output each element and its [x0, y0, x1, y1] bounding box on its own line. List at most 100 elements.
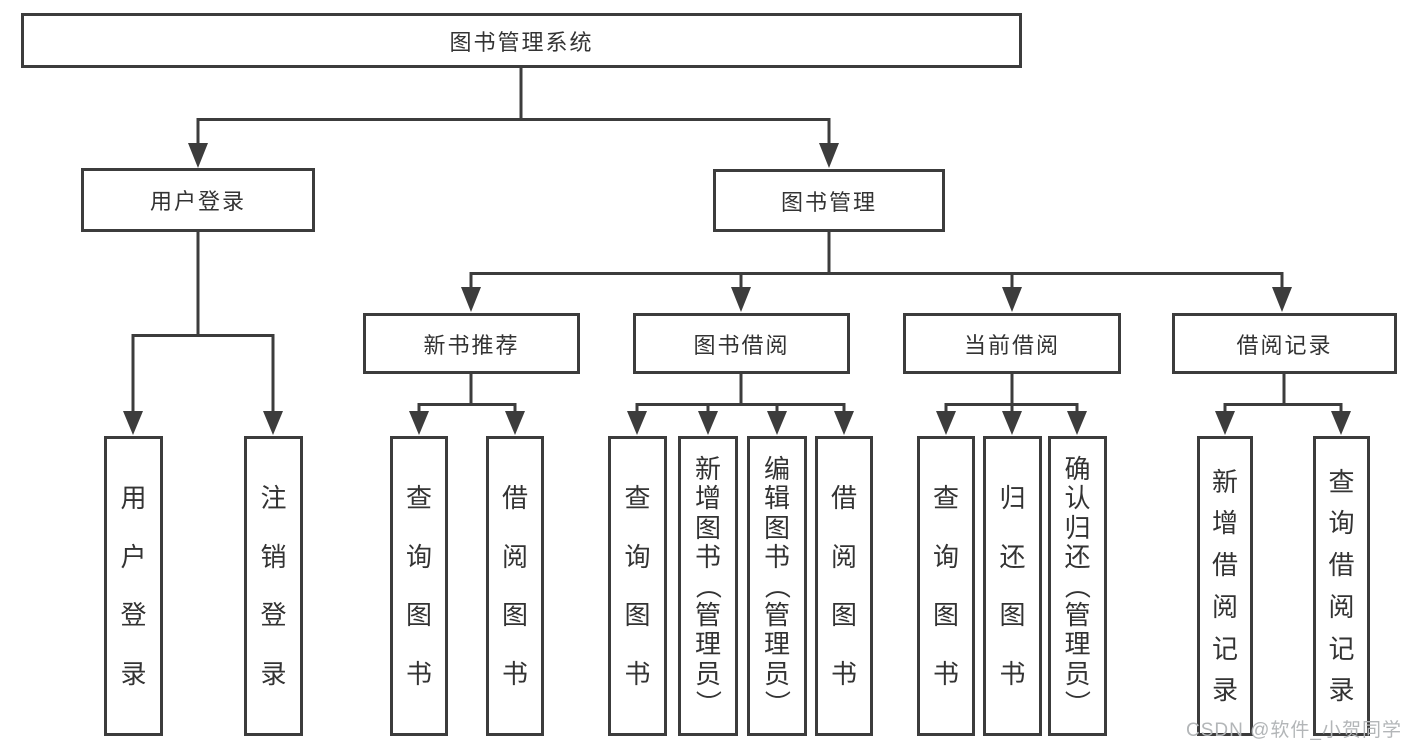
leaf-query-books-current: 查询图书: [917, 436, 975, 736]
vertical-char: 图: [405, 600, 432, 631]
vertical-char: 书: [694, 541, 721, 572]
leaf-return-books: 归还图书: [983, 436, 1042, 736]
vertical-char: 录: [1211, 675, 1238, 706]
vertical-char: 借: [501, 483, 528, 514]
arrowhead: [188, 143, 208, 168]
leaf-confirm-return-admin: 确认归还（管理员）: [1048, 436, 1107, 736]
vertical-char: 管: [1064, 600, 1091, 631]
leaf-logout: 注销登录: [244, 436, 303, 736]
arrowhead: [409, 411, 429, 435]
leaf-user-login: 用户登录: [104, 436, 163, 736]
vertical-char: 图: [999, 600, 1026, 631]
leaf-borrow-books-borrow: 借阅图书: [815, 436, 873, 736]
vertical-char: 户: [120, 541, 147, 572]
vertical-char: 还: [999, 541, 1026, 572]
arrowhead: [698, 411, 718, 435]
connector-new-book-children: [409, 373, 525, 435]
connector-user-login-children: [123, 231, 283, 435]
vertical-char: 理: [1064, 629, 1091, 660]
leaf-edit-book-admin: 编辑图书（管理员）: [747, 436, 807, 736]
vertical-char: 借: [830, 483, 857, 514]
node-borrowing-records: 借阅记录: [1172, 313, 1397, 374]
vertical-char: ）: [692, 689, 723, 716]
vertical-char: 员: [763, 658, 790, 689]
vertical-char: 阅: [1328, 591, 1355, 622]
vertical-char: 询: [932, 541, 959, 572]
node-book-management: 图书管理: [713, 169, 945, 232]
vertical-char: 书: [405, 658, 432, 689]
vertical-char: 询: [1328, 508, 1355, 539]
vertical-char: 员: [1064, 658, 1091, 689]
vertical-char: 书: [932, 658, 959, 689]
vertical-char: 注: [260, 483, 287, 514]
vertical-char: 新: [694, 454, 721, 485]
vertical-char: 录: [120, 658, 147, 689]
arrowhead: [1002, 287, 1022, 312]
vertical-char: 图: [830, 600, 857, 631]
arrowhead: [123, 411, 143, 435]
vertical-char: 阅: [1211, 591, 1238, 622]
vertical-char: 询: [405, 541, 432, 572]
vertical-char: 增: [694, 483, 721, 514]
vertical-char: 增: [1211, 508, 1238, 539]
vertical-char: 录: [260, 658, 287, 689]
connector-current-borrow-children: [936, 373, 1087, 435]
vertical-char: 理: [763, 629, 790, 660]
vertical-char: ）: [761, 689, 792, 716]
vertical-char: 辑: [763, 483, 790, 514]
vertical-char: 登: [260, 600, 287, 631]
leaf-query-books-recommend: 查询图书: [390, 436, 448, 736]
vertical-char: 书: [501, 658, 528, 689]
arrowhead: [1002, 411, 1022, 435]
vertical-char: 编: [763, 454, 790, 485]
vertical-char: （: [1062, 572, 1093, 599]
arrowhead: [1331, 411, 1351, 435]
arrowhead: [461, 287, 481, 312]
leaf-query-borrow-record: 查询借阅记录: [1313, 436, 1370, 736]
vertical-char: （: [761, 572, 792, 599]
vertical-char: 书: [830, 658, 857, 689]
node-book-borrowing: 图书借阅: [633, 313, 850, 374]
vertical-char: 新: [1211, 466, 1238, 497]
vertical-char: 询: [624, 541, 651, 572]
arrowhead: [627, 411, 647, 435]
vertical-char: 录: [1328, 675, 1355, 706]
vertical-char: 记: [1328, 633, 1355, 664]
arrowhead: [1067, 411, 1087, 435]
vertical-char: 管: [694, 600, 721, 631]
arrowhead: [1272, 287, 1292, 312]
vertical-char: 员: [694, 658, 721, 689]
vertical-char: 用: [120, 483, 147, 514]
arrowhead: [767, 411, 787, 435]
vertical-char: 记: [1211, 633, 1238, 664]
vertical-char: 阅: [830, 541, 857, 572]
node-current-borrowing: 当前借阅: [903, 313, 1121, 374]
vertical-char: 查: [1328, 466, 1355, 497]
vertical-char: 查: [624, 483, 651, 514]
leaf-add-book-admin: 新增图书（管理员）: [678, 436, 738, 736]
leaf-query-books-borrow: 查询图书: [608, 436, 667, 736]
vertical-char: 管: [763, 600, 790, 631]
node-user-login: 用户登录: [81, 168, 315, 232]
node-new-book-recommend: 新书推荐: [363, 313, 580, 374]
arrowhead: [1215, 411, 1235, 435]
vertical-char: 图: [501, 600, 528, 631]
vertical-char: 书: [624, 658, 651, 689]
vertical-char: 借: [1211, 550, 1238, 581]
leaf-add-borrow-record: 新增借阅记录: [1197, 436, 1253, 736]
connector-book-borrow-children: [627, 373, 854, 435]
arrowhead: [263, 411, 283, 435]
arrowhead: [731, 287, 751, 312]
vertical-char: 书: [999, 658, 1026, 689]
vertical-char: ）: [1062, 689, 1093, 716]
vertical-char: 查: [405, 483, 432, 514]
vertical-char: 还: [1064, 541, 1091, 572]
watermark-text: CSDN @软件_小贺同学: [1186, 720, 1402, 741]
vertical-char: 理: [694, 629, 721, 660]
arrowhead: [819, 143, 839, 168]
vertical-char: 确: [1064, 454, 1091, 485]
arrowhead: [936, 411, 956, 435]
vertical-char: （: [692, 572, 723, 599]
